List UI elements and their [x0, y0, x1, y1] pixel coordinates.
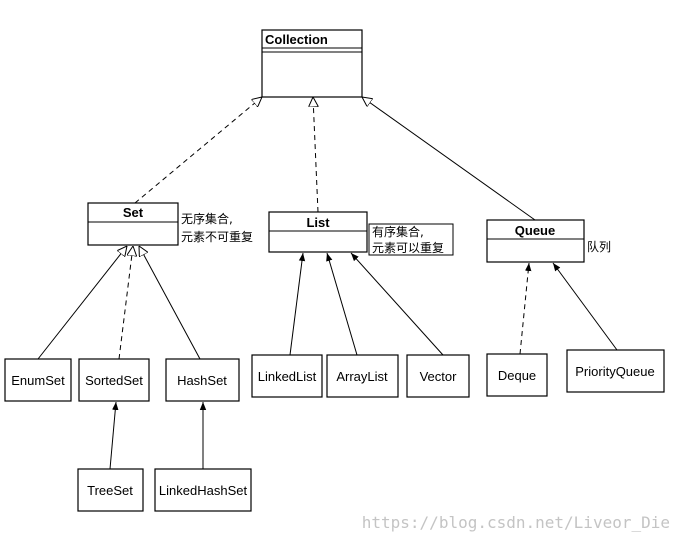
vector-label: Vector	[420, 369, 458, 384]
queue-label: Queue	[515, 223, 555, 238]
enumset-node: EnumSet	[4, 358, 72, 402]
queue-node: Queue	[486, 219, 585, 263]
priorityqueue-label: PriorityQueue	[575, 364, 654, 379]
sortedset-node: SortedSet	[78, 358, 150, 402]
collection-node: Collection	[261, 29, 363, 98]
edge-sortedset-set	[118, 246, 133, 360]
edge-arraylist-list	[326, 252, 358, 356]
edge-priorityqueue-queue	[552, 262, 618, 351]
set-note-line1: 无序集合,	[181, 211, 233, 226]
set-note-line2: 元素不可重复	[181, 230, 253, 244]
edge-queue-collection	[362, 97, 536, 221]
watermark-text: https://blog.csdn.net/Liveor_Die	[362, 513, 670, 532]
collection-label: Collection	[265, 32, 328, 47]
deque-label: Deque	[498, 368, 536, 383]
queue-note: 队列	[587, 239, 611, 254]
arraylist-node: ArrayList	[326, 354, 399, 398]
hashset-label: HashSet	[177, 373, 227, 388]
list-node: List	[268, 211, 368, 253]
list-note-line2: 元素可以重复	[372, 241, 444, 255]
list-note-line1: 有序集合,	[372, 224, 424, 239]
edge-deque-queue	[519, 262, 532, 355]
edge-list-collection	[313, 97, 319, 213]
linkedlist-label: LinkedList	[258, 369, 317, 384]
edge-enumset-set	[37, 246, 127, 360]
enumset-label: EnumSet	[11, 373, 65, 388]
deque-node: Deque	[486, 353, 548, 397]
edge-set-collection	[134, 97, 262, 204]
set-node: Set	[87, 202, 179, 246]
sortedset-label: SortedSet	[85, 373, 143, 388]
set-label: Set	[123, 205, 144, 220]
treeset-label: TreeSet	[87, 483, 133, 498]
list-note-box	[368, 223, 454, 256]
vector-node: Vector	[406, 354, 470, 398]
linkedlist-node: LinkedList	[251, 354, 323, 398]
linkedhashset-node: LinkedHashSet	[154, 468, 252, 512]
arraylist-label: ArrayList	[336, 369, 388, 384]
edge-linkedlist-list	[289, 252, 306, 356]
priorityqueue-node: PriorityQueue	[566, 349, 665, 393]
edge-hashset-set	[139, 246, 201, 360]
edge-treeset-sortedset	[109, 401, 119, 470]
linkedhashset-label: LinkedHashSet	[159, 483, 248, 498]
treeset-node: TreeSet	[77, 468, 144, 512]
hashset-node: HashSet	[165, 358, 240, 402]
list-label: List	[306, 215, 330, 230]
edge-vector-list	[350, 252, 444, 356]
